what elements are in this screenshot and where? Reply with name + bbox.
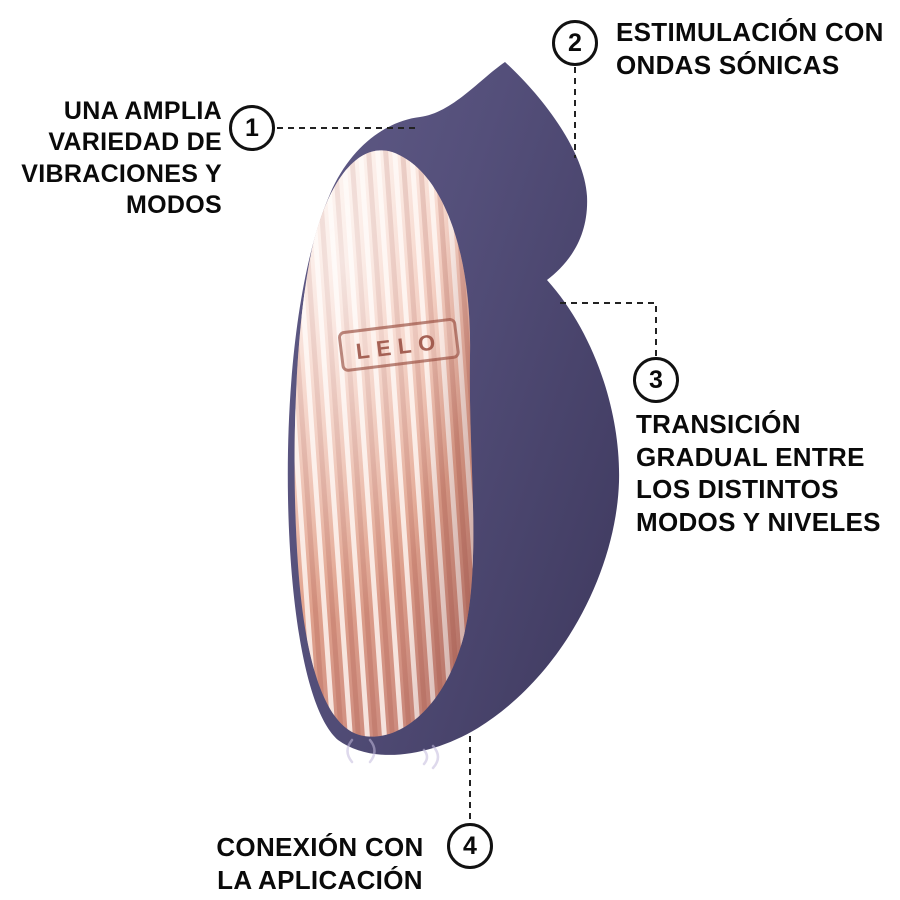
callout-1-label: UNA AMPLIA VARIEDAD DE VIBRACIONES Y MOD… xyxy=(21,97,222,219)
callout-2-badge: 2 xyxy=(552,20,598,66)
callout-4-label: CONEXIÓN CON LA APLICACIÓN xyxy=(216,832,424,895)
control-buttons-marks xyxy=(346,738,440,770)
callout-4-badge: 4 xyxy=(447,823,493,869)
device-face: LELO xyxy=(294,150,474,737)
callout-2-label: ESTIMULACIÓN CON ONDAS SÓNICAS xyxy=(616,17,884,80)
callout-1-badge: 1 xyxy=(229,105,275,151)
lelo-logo-plate: LELO xyxy=(338,318,460,372)
callout-3-label: TRANSICIÓN GRADUAL ENTRE LOS DISTINTOS M… xyxy=(636,409,881,537)
callout-3-badge: 3 xyxy=(633,357,679,403)
